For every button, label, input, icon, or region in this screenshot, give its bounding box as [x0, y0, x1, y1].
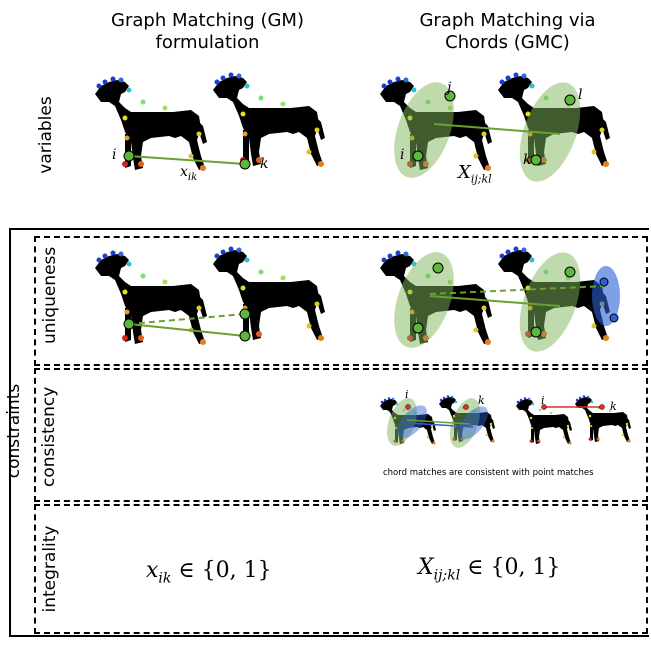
- variables-gmc-illustration: [380, 72, 610, 182]
- label-j-gmc: j: [447, 80, 452, 96]
- integrality-gmc-formula: Xij;kl ∈ {0, 1}: [418, 555, 561, 584]
- row-label-integrality: integrality: [40, 525, 60, 613]
- gm-header-line1: Graph Matching (GM): [111, 10, 304, 31]
- label-X-ijkl: Xij;kl: [458, 162, 492, 186]
- integrality-row: [34, 504, 648, 634]
- point-k: [239, 158, 251, 170]
- row-label-uniqueness: uniqueness: [40, 246, 60, 344]
- consistency-note: chord matches are consistent with point …: [383, 468, 594, 478]
- label-l-gmc: l: [578, 87, 583, 103]
- row-label-constraints: constraints: [4, 383, 24, 479]
- label-i-consistency-2: i: [541, 394, 545, 407]
- gmc-column-header: Graph Matching via Chords (GMC): [395, 10, 620, 54]
- label-i-consistency-1: i: [405, 388, 409, 401]
- label-i-gm: i: [112, 147, 117, 163]
- consistency-gmc-illustration: [380, 395, 631, 448]
- variables-gm-illustration: [95, 72, 325, 171]
- integrality-gm-formula: xik ∈ {0, 1}: [146, 558, 272, 587]
- label-k-gmc: k: [523, 152, 532, 168]
- constraints-box: [9, 228, 649, 637]
- consistency-row: [34, 368, 648, 502]
- point-i: [123, 150, 135, 162]
- gm-header-line2: formulation: [155, 32, 260, 53]
- uniqueness-gm-illustration: [95, 246, 325, 345]
- label-k-gm: k: [260, 156, 269, 172]
- uniqueness-row: [34, 236, 648, 366]
- gm-column-header: Graph Matching (GM) formulation: [95, 10, 320, 54]
- row-label-variables: variables: [36, 96, 56, 174]
- gmc-header-line1: Graph Matching via: [419, 10, 596, 31]
- uniqueness-gmc-illustration: [380, 246, 620, 352]
- label-k-consistency-2: k: [610, 400, 617, 413]
- label-x-ik: xik: [180, 164, 198, 183]
- label-k-consistency-1: k: [478, 394, 485, 407]
- row-label-consistency: consistency: [39, 386, 59, 487]
- gmc-header-line2: Chords (GMC): [445, 32, 570, 53]
- label-i-gmc: i: [400, 147, 405, 163]
